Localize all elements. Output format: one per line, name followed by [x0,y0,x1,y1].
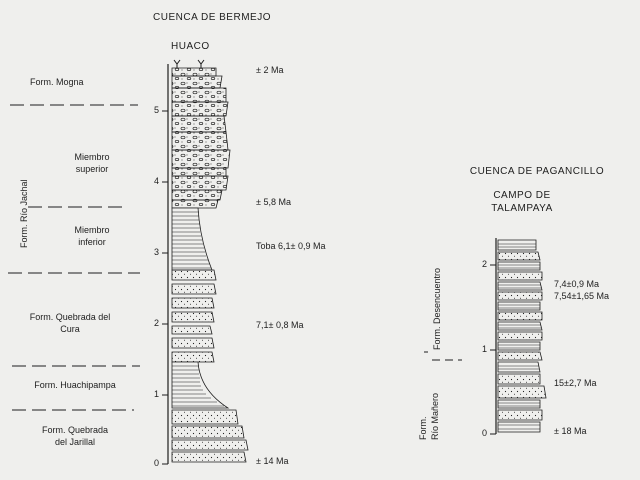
talampaya-column [490,238,547,435]
basin-1-title: CUENCA DE BERMEJO [153,12,271,23]
section-2-name-2: TALAMPAYA [491,203,553,214]
huaco-scale-3: 3 [154,247,160,257]
age-base: ± 14 Ma [256,456,289,466]
huaco-scale-0: 0 [154,458,160,468]
unit-desencuentro: Form. Desencuentro [432,267,442,350]
unit-mogna: Form. Mogna [30,77,84,87]
huaco-scale-4: 4 [154,176,160,186]
unit-quebrada-cura-1: Form. Quebrada del [29,312,111,322]
top-marker [173,59,181,68]
unit-rio-manero-1: Form. [418,416,428,441]
mudstone-lower [171,361,230,409]
age-toba: Toba 6,1± 0,9 Ma [256,241,326,251]
huaco-scale-2: 2 [154,318,160,328]
unit-miembro-superior-1: Miembro [74,152,110,162]
talampaya-beds [497,239,547,433]
unit-quebrada-cura-2: Cura [60,324,80,334]
unit-rio-manero-2: Río Mañero [430,392,440,440]
unit-quebrada-jarillal-1: Form. Quebrada [41,425,109,435]
unit-quebrada-jarillal-2: del Jarillal [54,437,96,447]
talampaya-scale-2: 2 [482,259,488,269]
age-cura: 7,1± 0,8 Ma [256,320,304,330]
mudstone-upper [171,207,213,271]
conglomerate-beds [171,67,231,209]
age-top: ± 2 Ma [256,65,284,75]
unit-miembro-inferior-1: Miembro [74,225,110,235]
age-upper-1: 7,4±0,9 Ma [554,279,599,289]
talampaya-scale-1: 1 [482,344,488,354]
sandstone-beds-middle [171,269,217,363]
age-base-2: ± 18 Ma [554,426,587,436]
huaco-scale-5: 5 [154,105,160,115]
age-middle: 15±2,7 Ma [554,378,597,388]
basin-2-title: CUENCA DE PAGANCILLO [469,166,605,177]
talampaya-hatching [498,243,541,430]
unit-huachipampa: Form. Huachipampa [34,380,116,390]
age-mid-upper: ± 5,8 Ma [256,197,291,207]
huaco-scale-1: 1 [154,389,160,399]
section-1-name: HUACO [171,41,210,52]
top-marker [197,59,205,68]
formation-boundaries-left [8,104,140,411]
unit-rio-jachal: Form. Río Jachal [19,179,29,248]
talampaya-scale-0: 0 [482,428,488,438]
age-upper-2: 7,54±1,65 Ma [554,291,609,301]
unit-miembro-superior-2: superior [75,164,109,174]
sandstone-beds-lower [171,409,249,463]
unit-miembro-inferior-2: inferior [78,237,106,247]
huaco-column [162,59,249,465]
section-2-name-1: CAMPO DE [493,190,551,201]
